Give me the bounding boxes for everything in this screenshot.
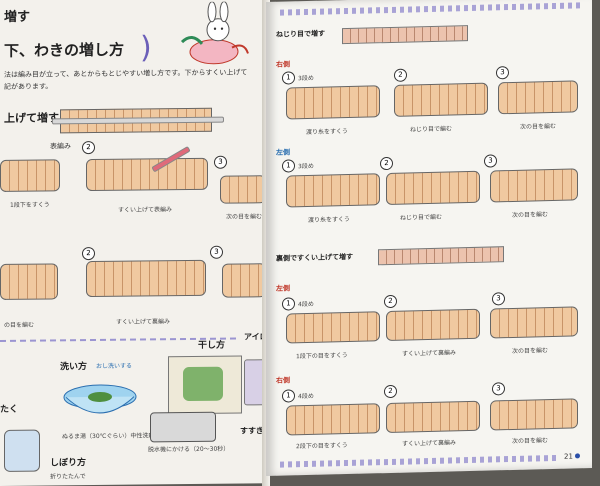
- purl-step-2: 2: [384, 294, 397, 309]
- purl-right-side: 右側: [276, 376, 290, 385]
- right-page: ねじり目で増す 右側 1 3段め 2 3 渡り糸をすくう ねじり目で編む 次の目…: [266, 0, 592, 476]
- purl-illustration-1: [0, 263, 58, 300]
- twist-caption-1: 渡り糸をすくう: [306, 127, 348, 137]
- wash-note: おし洗いする: [96, 362, 133, 370]
- wash-title: 洗い方: [60, 362, 88, 373]
- purl-right-caption-1: 2段下の目をすくう: [296, 442, 348, 451]
- twist-left-illustration-2: [386, 170, 480, 206]
- purl-illustration-2: [386, 308, 480, 342]
- twist-step-2: 2: [394, 68, 407, 82]
- purl-caption-2: すくい上げて裏編み: [402, 349, 457, 358]
- twist-illustration-3: [498, 80, 578, 115]
- hand-illustration: [4, 429, 40, 472]
- purl-illustration-3: [490, 306, 578, 339]
- purl-right-illustration-2: [386, 400, 480, 434]
- knit-illustration-2: [86, 157, 208, 192]
- purl-step-1: 1: [282, 297, 295, 311]
- purl-right-row-label: 4段め: [298, 392, 314, 401]
- twist-illustration-2: [394, 82, 488, 117]
- caption-4: の目を編む: [4, 321, 35, 329]
- twist-left-caption-3: 次の目を編む: [512, 211, 549, 219]
- twist-left-step-2: 2: [380, 156, 393, 171]
- twist-left-caption-1: 渡り糸をすくう: [308, 215, 350, 224]
- left-title: 増す: [4, 9, 31, 25]
- step-label-knit: 表編み: [50, 142, 71, 151]
- dry-title: 干し方: [198, 340, 226, 351]
- twist-illustration-1: [286, 85, 380, 120]
- top-wave-border: [280, 2, 580, 16]
- left-subtitle: 下、わきの増し方: [4, 40, 125, 60]
- side-text-3: すすぎ: [240, 426, 264, 436]
- twist-left-caption-2: ねじり目で編む: [400, 213, 443, 222]
- purl-step-3: 3: [492, 292, 505, 306]
- bottom-wave-border: [280, 454, 560, 468]
- purl-right-step-1: 1: [282, 389, 295, 403]
- dry-caption: ぬるま湯（30℃ぐらい）中性洗剤: [62, 432, 155, 441]
- purl-right-illustration-1: [286, 403, 380, 436]
- purl-section-title: 裏側ですくい上げて増す: [276, 252, 353, 263]
- bracket-decoration: ): [140, 30, 152, 66]
- twist-left-step-3: 3: [484, 154, 497, 168]
- dry-caption-2: 脱水機にかける（20～30秒）: [148, 445, 230, 454]
- purl-right-step-2: 2: [384, 384, 397, 399]
- purl-row-label: 4段め: [298, 300, 314, 309]
- caption-2: すくい上げて表編み: [118, 206, 173, 214]
- purl-illustration-3: [222, 263, 266, 298]
- twist-caption-2: ねじり目で編む: [410, 125, 453, 134]
- purl-caption-3: 次の目を編む: [512, 347, 549, 355]
- side-text-1: たく: [0, 404, 19, 415]
- purl-right-caption-2: すくい上げて裏編み: [402, 439, 457, 448]
- intro-line-2: 記があります。: [4, 82, 53, 91]
- caption-3: 次の目を編む: [226, 213, 263, 221]
- step-number-2b: 2: [82, 247, 95, 261]
- squeeze-caption: 折りたたんで: [50, 473, 86, 481]
- twist-row-label: 3段め: [298, 74, 314, 83]
- purl-right-step-3: 3: [492, 382, 505, 396]
- twist-left-step-1: 1: [282, 159, 295, 173]
- purl-right-caption-3: 次の目を編む: [512, 437, 549, 445]
- twist-left-illustration-1: [286, 173, 380, 208]
- step-number-2: 2: [82, 141, 95, 155]
- squeeze-title: しぼり方: [50, 458, 87, 469]
- caption-1: 1段下をすくう: [10, 201, 50, 209]
- caption-5: すくい上げて裏編み: [116, 318, 171, 326]
- left-page: 増す 下、わきの増し方 ) 法は編み目が立って、あとからもとじやすい増し方です。…: [0, 0, 268, 486]
- twist-step-1: 1: [282, 71, 295, 85]
- purl-caption-1: 1段下の目をすくう: [296, 352, 348, 361]
- bunny-illustration: [172, 1, 252, 72]
- section1-title: 上げて増す: [4, 111, 59, 125]
- twist-swatch: [342, 25, 468, 45]
- knit-illustration-1: [0, 159, 60, 192]
- twist-section-title: ねじり目で増す: [276, 29, 325, 39]
- knit-illustration-3: [220, 175, 266, 204]
- wash-basin-illustration: [60, 377, 140, 424]
- purl-swatch: [378, 246, 504, 266]
- twist-left-illustration-3: [490, 168, 578, 203]
- purl-left-side: 左側: [276, 284, 290, 293]
- page-number: 21: [564, 452, 580, 461]
- twist-left-row-label: 3段め: [298, 162, 314, 171]
- twist-caption-3: 次の目を編む: [520, 122, 557, 131]
- twist-step-3: 3: [496, 66, 509, 80]
- twist-right-side: 右側: [276, 60, 290, 69]
- drying-rack-illustration: [168, 355, 242, 415]
- intro-line-1: 法は編み目が立って、あとからもとじやすい増し方です。下からすくい上げて: [4, 68, 248, 79]
- bucket-illustration: [150, 411, 216, 443]
- step-number-3: 3: [214, 155, 227, 169]
- step-number-3b: 3: [210, 245, 223, 259]
- purl-right-illustration-3: [490, 398, 578, 431]
- purl-illustration-2: [86, 259, 206, 298]
- twist-left-side: 左側: [276, 148, 290, 157]
- purl-illustration-1: [286, 311, 380, 344]
